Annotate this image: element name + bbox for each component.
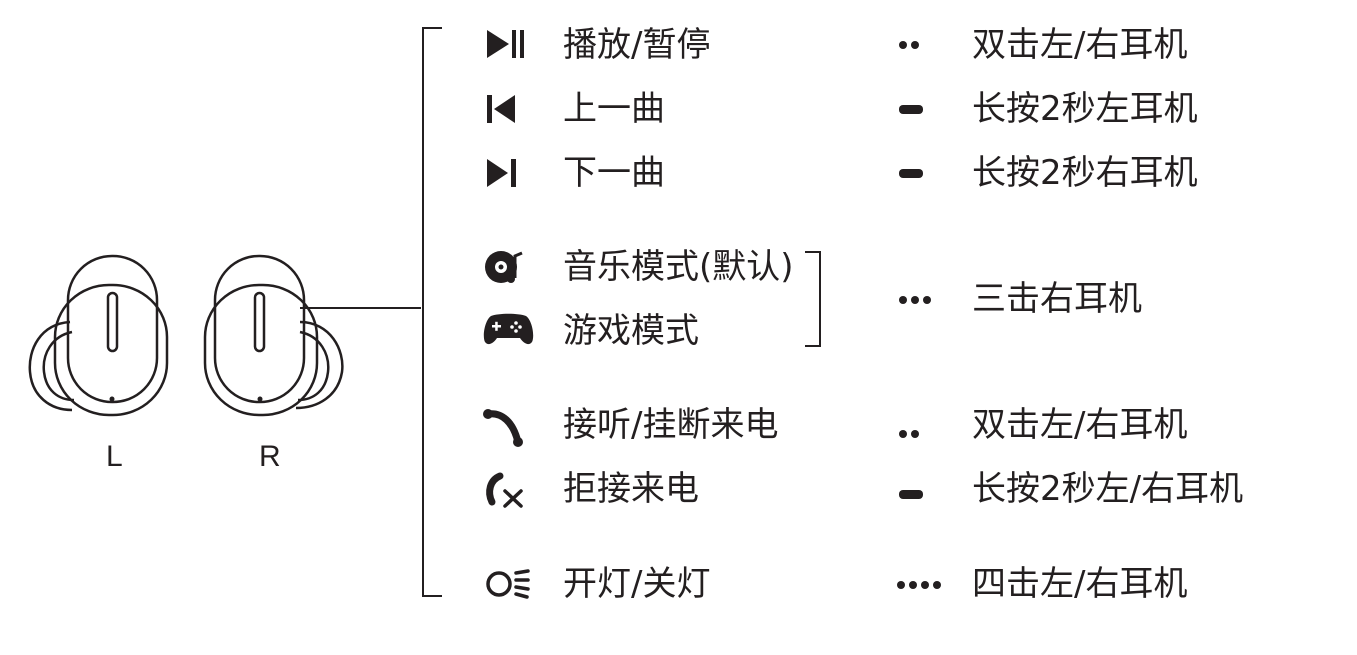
function-label-next-track: 下一曲	[563, 153, 665, 193]
gamepad-icon	[483, 313, 534, 345]
function-label-game-mode: 游戏模式	[563, 311, 699, 351]
action-label-previous-track: 长按2秒左耳机	[972, 89, 1198, 129]
function-label-previous-track: 上一曲	[563, 89, 665, 129]
gesture-long-press-indicator	[899, 105, 923, 114]
action-label-answer-hangup: 双击左/右耳机	[972, 405, 1188, 445]
play-pause-icon	[487, 30, 524, 58]
function-label-answer-hangup: 接听/挂断来电	[563, 405, 779, 445]
function-label-reject-call: 拒接来电	[563, 469, 699, 509]
mode-bracket	[805, 251, 821, 347]
function-label-light-toggle: 开灯/关灯	[563, 564, 711, 604]
action-label-light-toggle: 四击左/右耳机	[972, 564, 1188, 604]
gesture-double-tap-indicator	[899, 429, 919, 439]
phone-answer-icon	[483, 409, 523, 447]
gesture-long-press-indicator	[899, 490, 923, 499]
gesture-triple-tap-indicator	[899, 295, 931, 305]
action-label-next-track: 长按2秒右耳机	[972, 153, 1198, 193]
connector-lines	[300, 27, 442, 597]
gesture-quadruple-tap-indicator	[897, 580, 941, 590]
music-mode-icon	[485, 251, 523, 283]
right-earbud	[203, 254, 344, 417]
phone-reject-icon	[486, 472, 523, 508]
light-icon	[486, 569, 530, 599]
next-track-icon	[487, 159, 516, 187]
function-label-play-pause: 播放/暂停	[563, 25, 711, 65]
gesture-double-tap-indicator	[899, 40, 919, 50]
left-earbud-label: L	[106, 440, 123, 473]
gesture-long-press-indicator	[899, 169, 923, 178]
action-label-play-pause: 双击左/右耳机	[972, 25, 1188, 65]
function-label-music-mode: 音乐模式(默认)	[563, 247, 794, 287]
previous-track-icon	[487, 95, 515, 123]
action-label-reject-call: 长按2秒左/右耳机	[972, 469, 1244, 509]
left-earbud	[28, 254, 169, 417]
right-earbud-label: R	[259, 440, 281, 473]
action-label-mode-switch: 三击右耳机	[972, 279, 1142, 319]
